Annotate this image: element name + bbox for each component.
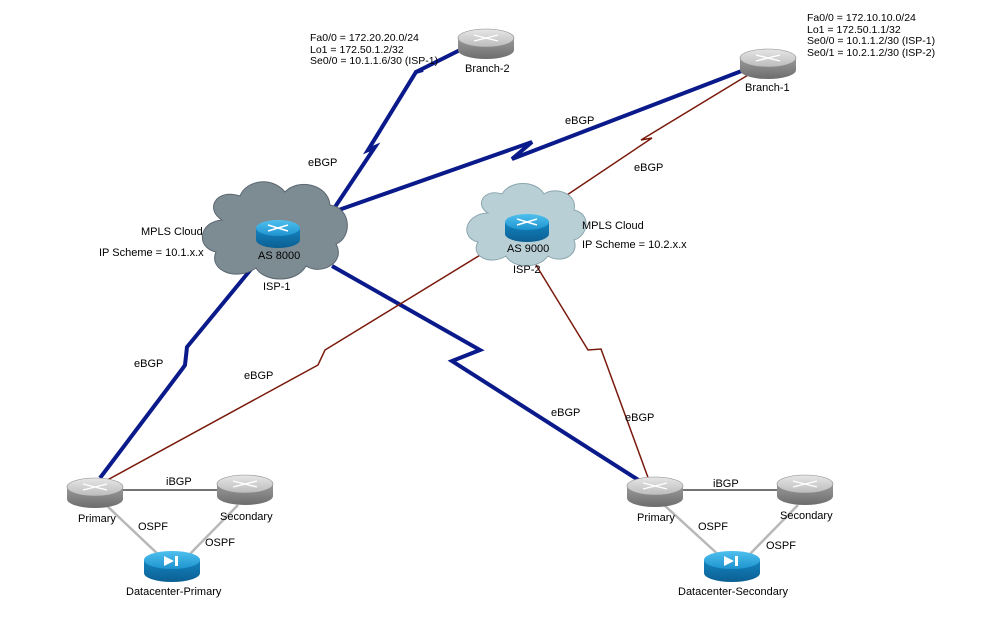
branch2-config-line: Lo1 = 172.50.1.2/32	[310, 43, 404, 56]
link-ospf-left-primary	[104, 503, 163, 559]
link-ospf-left-secondary	[185, 504, 239, 559]
link-isp1-primary-right	[331, 264, 642, 483]
left-secondary-name: Secondary	[220, 511, 273, 523]
left-primary-name: Primary	[78, 513, 116, 525]
branch1-config-line: Fa0/0 = 172.10.10.0/24	[807, 12, 916, 24]
ebgp-label-isp1-branch1: eBGP	[565, 115, 595, 127]
ospf-label-left-primary: OSPF	[138, 521, 168, 533]
link-ospf-right-primary	[662, 503, 723, 559]
ebgp-label-isp2-right: eBGP	[625, 412, 655, 424]
isp1-name: ISP-1	[263, 281, 291, 293]
branch1-name: Branch-1	[745, 82, 790, 94]
right-secondary-router-icon[interactable]	[776, 474, 834, 505]
link-isp2-primary-right	[535, 264, 651, 484]
ibgp-label-right: iBGP	[713, 478, 739, 490]
ospf-label-right-primary: OSPF	[698, 521, 728, 533]
left-secondary-router-icon[interactable]	[216, 474, 274, 505]
branch2-config-line: Se0/0 = 10.1.1.6/30 (ISP-1)	[310, 55, 439, 67]
datacenter-primary-switch-icon[interactable]	[144, 551, 200, 582]
isp1-as-label: AS 8000	[258, 250, 301, 262]
datacenter-secondary-name: Datacenter-Secondary	[678, 586, 789, 598]
ospf-label-left-secondary: OSPF	[205, 537, 235, 549]
isp1-ip-scheme: IP Scheme = 10.1.x.x	[99, 247, 204, 259]
branch1-router-icon[interactable]	[739, 48, 797, 79]
branch2-router-icon[interactable]	[457, 28, 515, 59]
branch2-config-line: Fa0/0 = 172.20.20.0/24	[310, 32, 419, 44]
branch1-config-line: Se0/1 = 10.2.1.2/30 (ISP-2)	[807, 46, 936, 59]
datacenter-secondary-switch-icon[interactable]	[704, 551, 760, 582]
branch2-name: Branch-2	[465, 63, 510, 75]
branch1-config-line: Lo1 = 172.50.1.1/32	[807, 23, 901, 36]
isp2-ip-scheme: IP Scheme = 10.2.x.x	[582, 239, 687, 251]
isp2-core-router-icon[interactable]	[505, 214, 549, 242]
ebgp-label-isp1-branch2: eBGP	[308, 157, 338, 169]
datacenter-primary-name: Datacenter-Primary	[126, 586, 222, 598]
branch1-config-line: Se0/0 = 10.1.1.2/30 (ISP-1)	[807, 35, 936, 47]
link-isp1-primary-left	[98, 266, 254, 480]
branch1-config: Fa0/0 = 172.10.10.0/24 Lo1 = 172.50.1.1/…	[807, 12, 936, 59]
right-primary-name: Primary	[637, 512, 675, 524]
left-primary-router-icon[interactable]	[66, 477, 124, 508]
link-isp2-branch1	[554, 71, 754, 204]
isp1-cloud-title: MPLS Cloud	[141, 226, 203, 238]
ibgp-label-left: iBGP	[166, 476, 192, 488]
right-secondary-name: Secondary	[780, 510, 833, 522]
link-isp1-branch1	[332, 65, 753, 214]
isp2-name: ISP-2	[513, 264, 541, 276]
link-ospf-right-secondary	[745, 504, 799, 559]
ebgp-label-isp1-left: eBGP	[134, 358, 164, 370]
right-primary-router-icon[interactable]	[626, 476, 684, 507]
isp2-cloud-title: MPLS Cloud	[582, 220, 644, 232]
ebgp-label-isp2-left: eBGP	[244, 370, 274, 382]
ebgp-label-isp1-right: eBGP	[551, 407, 581, 419]
ebgp-label-isp2-branch1: eBGP	[634, 162, 664, 174]
ospf-label-right-secondary: OSPF	[766, 540, 796, 552]
link-isp1-branch2	[331, 68, 424, 212]
isp1-core-router-icon[interactable]	[256, 220, 300, 248]
branch2-config: Fa0/0 = 172.20.20.0/24 Lo1 = 172.50.1.2/…	[310, 32, 439, 68]
link-isp2-primary-left	[99, 237, 509, 485]
isp2-as-label: AS 9000	[507, 243, 550, 255]
